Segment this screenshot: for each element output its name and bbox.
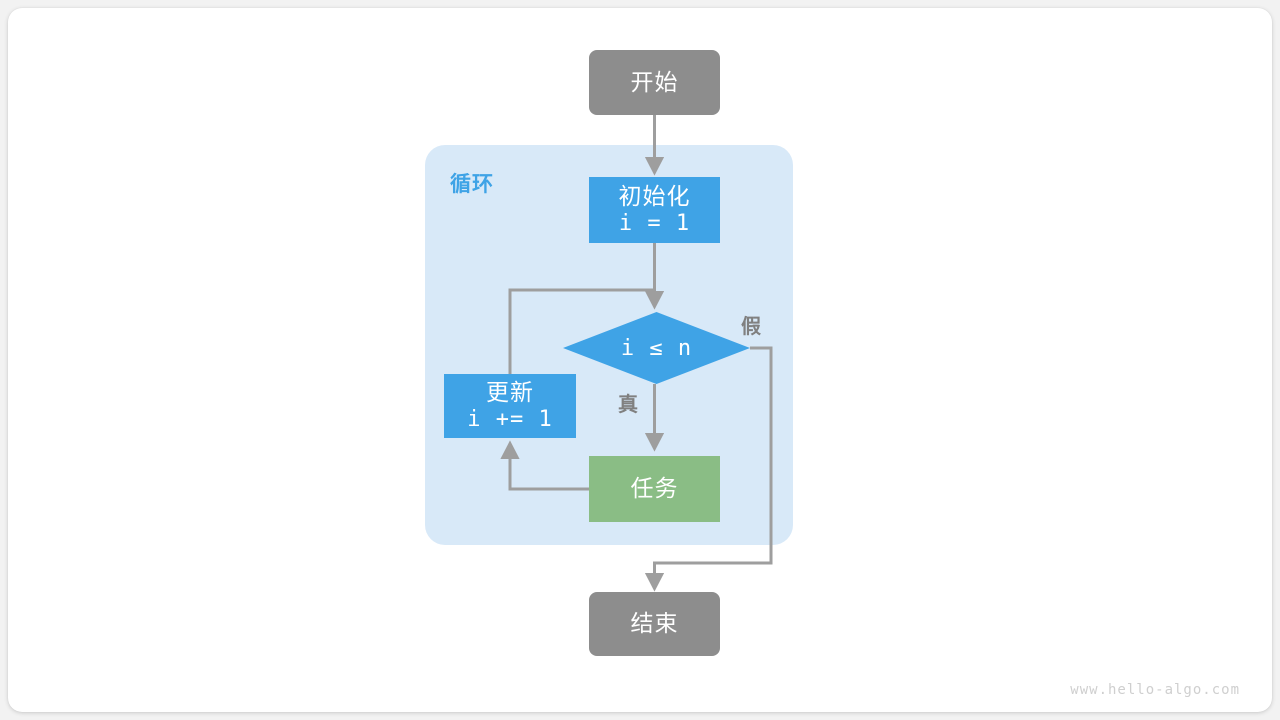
edge-decision-to-end-false (644, 346, 773, 592)
node-end[interactable]: 结束 (589, 592, 720, 656)
node-start-label: 开始 (630, 68, 679, 95)
edge-label-false: 假 (741, 316, 762, 338)
decision-text-wrap: i ≤ n (563, 312, 750, 384)
node-decision[interactable]: i ≤ n (563, 312, 750, 384)
node-start[interactable]: 开始 (589, 50, 720, 115)
node-init-label-line1: 初始化 (618, 183, 691, 210)
edge-update-to-decision (508, 288, 655, 374)
loop-group-label: 循环 (450, 173, 494, 196)
edge-label-true: 真 (618, 394, 639, 416)
node-update[interactable]: 更新 i += 1 (444, 374, 576, 438)
node-task[interactable]: 任务 (589, 456, 720, 522)
node-decision-label: i ≤ n (620, 335, 693, 361)
watermark-text: www.hello-algo.com (1070, 682, 1240, 698)
node-task-label: 任务 (630, 475, 679, 502)
edge-task-to-update (500, 440, 589, 491)
node-end-label: 结束 (630, 610, 679, 637)
node-init-label-line2: i = 1 (618, 210, 691, 236)
node-update-label-line2: i += 1 (467, 406, 553, 432)
node-init[interactable]: 初始化 i = 1 (589, 177, 720, 243)
node-update-label-line1: 更新 (486, 379, 534, 406)
